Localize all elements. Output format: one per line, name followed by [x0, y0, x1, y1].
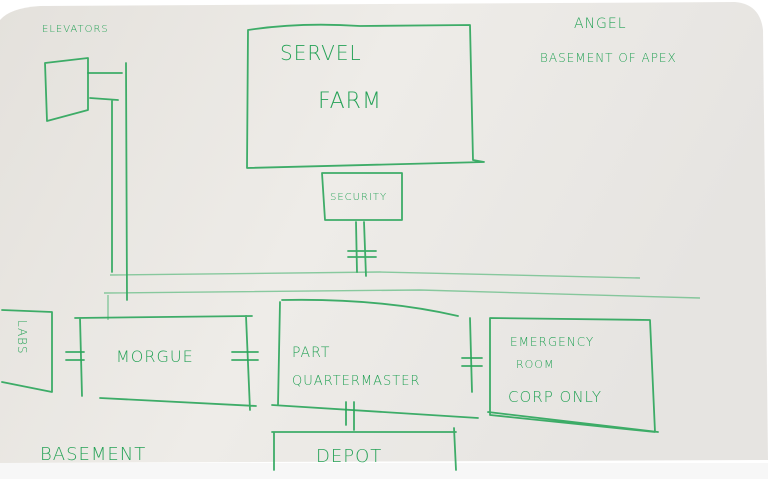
labs-label: LABS [15, 320, 29, 354]
quartermaster-label-line1: PART [292, 345, 330, 361]
floor-label: BASEMENT [40, 444, 146, 465]
morgue-room [74, 315, 257, 411]
emergency-room-label-line1: EMERGENCY [510, 335, 594, 349]
title-line2: BASEMENT OF APEX [540, 51, 677, 65]
depot-label: DEPOT [316, 446, 382, 467]
labs-room [1, 309, 53, 393]
quartermaster-room [271, 298, 479, 419]
elevators-room [44, 57, 128, 301]
morgue-label: MORGUE [116, 347, 194, 366]
server-farm-room [246, 23, 485, 169]
quartermaster-label-line2: QUARTERMASTER [292, 374, 420, 389]
security-label: SECURITY [330, 192, 387, 203]
title-line1: ANGEL [574, 16, 627, 32]
depot-room [271, 427, 457, 471]
server-farm-label-line1: SERVEL [280, 41, 362, 65]
security-room [321, 172, 403, 277]
emergency-room-label-line3: CORP ONLY [508, 388, 602, 406]
emergency-room-label-line2: ROOM [516, 358, 554, 371]
elevators-label: ELEVATORS [42, 24, 109, 35]
emergency-room [487, 317, 659, 433]
card-background [0, 2, 768, 463]
server-farm-label-line2: FARM [318, 89, 382, 114]
